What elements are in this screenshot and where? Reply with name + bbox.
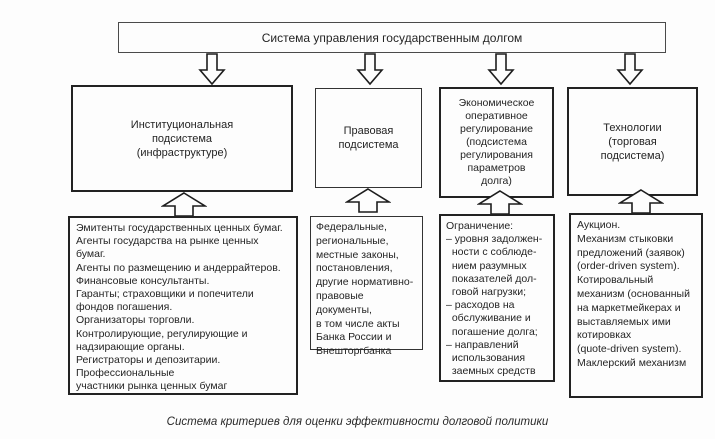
level3-box-laws-and-regulations: Федеральные, региональные, местные закон… [310, 216, 423, 357]
up-arrow-icon [477, 190, 523, 215]
level3-box-market-participants: Эмитенты государственных ценных бумаг. А… [68, 216, 298, 395]
down-arrow-icon [198, 53, 226, 86]
level2-box-legal-subsystem: Правовая подсистема [315, 88, 422, 188]
up-arrow-icon [345, 188, 391, 213]
level2-box-technology-subsystem: Технологии (торговая подсистема) [567, 87, 698, 196]
level2-box-institutional-subsystem: Институциональная подсистема (инфраструк… [71, 85, 293, 192]
level2-box-economic-regulation: Экономическое оперативное регулирование … [439, 87, 554, 198]
level3-box-trading-mechanisms: Аукцион. Механизм стыковки предложений (… [569, 213, 703, 398]
up-arrow-icon [618, 189, 664, 214]
down-arrow-icon [616, 53, 644, 86]
up-arrow-icon [161, 192, 207, 217]
down-arrow-icon [356, 53, 384, 86]
top-box-debt-management-system: Система управления государственным долго… [118, 22, 666, 53]
down-arrow-icon [487, 53, 515, 86]
level3-box-restrictions: Ограничение: – уровня задолжен- ности с … [439, 214, 555, 382]
diagram-caption: Система критериев для оценки эффективнос… [166, 416, 549, 428]
